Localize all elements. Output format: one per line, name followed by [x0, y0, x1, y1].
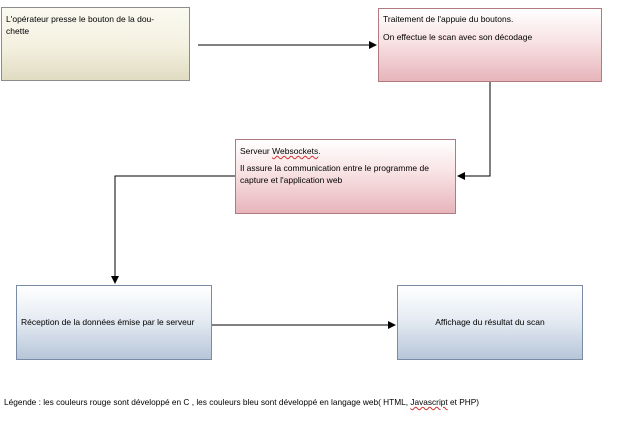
- data-reception-box: Réception de la données émise par le ser…: [16, 285, 212, 360]
- legend-part-3: et PHP): [447, 397, 480, 407]
- operator-action-box: L'opérateur presse le bouton de la dou-c…: [1, 7, 190, 81]
- scan-result-display-box: Affichage du résultat du scan: [397, 285, 583, 360]
- websocket-server-box: Serveur Websockets. Il assure la communi…: [235, 139, 456, 214]
- legend-part-1: Légende : les couleurs rouge sont dévelo…: [4, 397, 411, 407]
- button-processing-box: Traitement de l'appuie du boutons. On ef…: [378, 8, 602, 82]
- websocket-server-description: Il assure la communication entre le prog…: [240, 163, 429, 185]
- arrow-processing-to-server: [457, 82, 491, 180]
- data-reception-text: Réception de la données émise par le ser…: [21, 316, 195, 327]
- legend-javascript-word: Javascript: [410, 397, 448, 407]
- button-processing-title: Traitement de l'appuie du boutons.: [383, 14, 514, 24]
- button-processing-detail: On effectue le scan avec son décodage: [383, 32, 533, 42]
- scan-result-display-text: Affichage du résultat du scan: [435, 316, 545, 327]
- operator-action-text: L'opérateur presse le bouton de la dou-c…: [6, 14, 155, 36]
- legend-text: Légende : les couleurs rouge sont dévelo…: [4, 397, 479, 407]
- websocket-word: Websockets: [272, 146, 319, 156]
- arrow-server-to-reception: [111, 175, 235, 284]
- websocket-server-title: Serveur Websockets.: [240, 146, 321, 156]
